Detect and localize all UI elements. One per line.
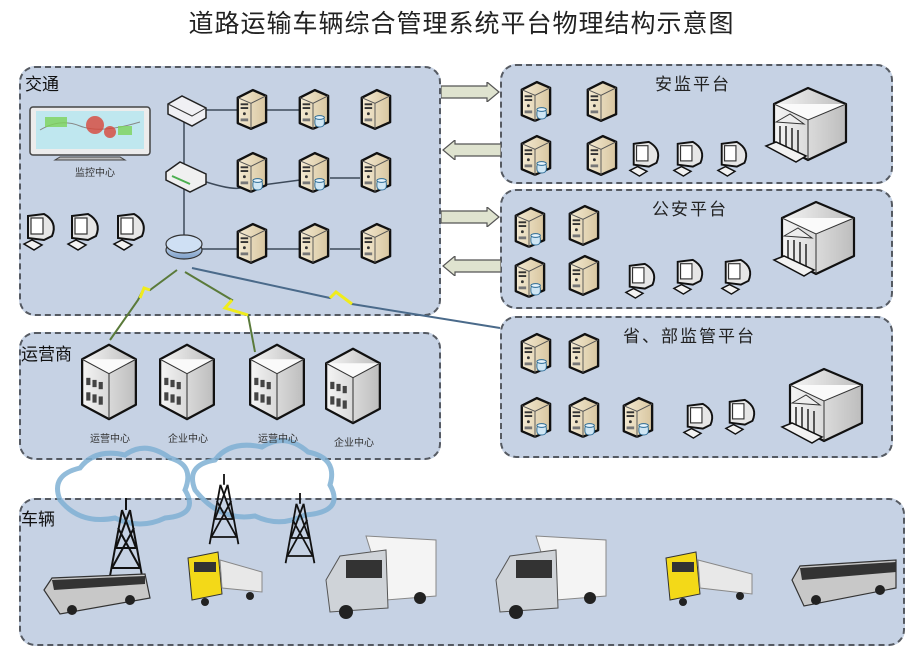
arrow-to-police-platform (441, 207, 500, 227)
platform-safety-label: 安监平台 (655, 75, 731, 95)
building-caption: 运营中心 (90, 434, 130, 445)
diagram-title: 道路运输车辆综合管理系统平台物理结构示意图 (188, 9, 735, 38)
arrow-from-police-platform (442, 256, 501, 276)
monitor-center-caption: 监控中心 (75, 168, 115, 179)
building-caption: 企业中心 (168, 434, 208, 445)
building-caption: 运营中心 (258, 434, 298, 445)
zone-vehicles (19, 498, 905, 646)
zone-traffic (19, 66, 441, 316)
zone-vehicles-label: 车辆 (21, 510, 55, 530)
arrow-to-safety-platform (441, 82, 500, 102)
platform-provincial-label: 省、部监管平台 (623, 327, 756, 347)
zone-traffic-label: 交通 (25, 75, 59, 95)
arrow-from-safety-platform (442, 140, 501, 160)
zone-operators-label: 运营商 (21, 345, 72, 365)
platform-police-label: 公安平台 (652, 200, 728, 220)
building-caption: 企业中心 (334, 438, 374, 449)
